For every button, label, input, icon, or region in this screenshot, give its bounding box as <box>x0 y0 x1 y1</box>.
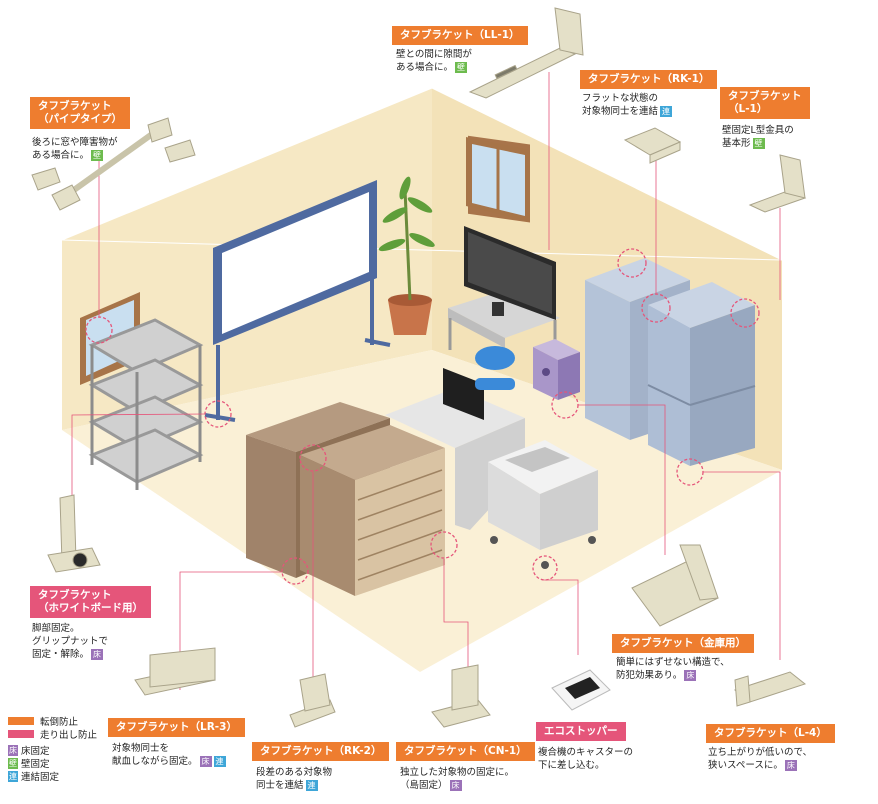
eco-stopper-description: 複合機のキャスターの 下に差し込む。 <box>538 747 634 771</box>
eco-stopper-label: エコストッパー <box>536 722 626 741</box>
floor-tag: 床 <box>91 649 104 660</box>
rk2-label: タフブラケット（RK-2） <box>252 742 390 761</box>
pipe-label: タフブラケット（パイプタイプ） <box>30 97 130 129</box>
safe <box>533 339 580 400</box>
ll1-label: タフブラケット（LL-1） <box>392 26 528 45</box>
wall-tag: 壁 <box>752 138 765 149</box>
link-tag: 連 <box>305 780 318 791</box>
legend-slide: 走り出し防止 <box>8 727 97 741</box>
whiteboard-description: 脚部固定。 グリップナットで 固定・解除。床 <box>32 623 109 660</box>
bracket-safe-image <box>631 544 719 627</box>
lr3-label: タフブラケット（LR-3） <box>108 718 245 737</box>
plant <box>378 176 435 335</box>
lr3-description: 対象物同士を 献血しながら固定。床連 <box>112 743 226 767</box>
ll1-description: 壁との間に隙間が ある場合に。壁 <box>396 49 472 73</box>
l4-description: 立ち上がりが低いので、 狭いスペースに。床 <box>708 747 813 771</box>
legend-wall: 壁壁固定 <box>8 757 50 770</box>
bracket-l4-image <box>733 671 807 707</box>
cn1-description: 独立した対象物の固定に。 （島固定）床 <box>400 767 515 791</box>
wall-tag: 壁 <box>91 150 104 161</box>
link-tag: 連 <box>660 106 673 117</box>
cabinets <box>585 258 756 466</box>
floor-tag: 床 <box>449 780 462 791</box>
bracket-whiteboard-image <box>47 494 101 573</box>
rk2-description: 段差のある対象物 同士を連結連 <box>256 767 333 791</box>
bracket-ll1-image <box>468 7 584 99</box>
safe-bracket-label: タフブラケット（金庫用） <box>612 634 754 653</box>
l4-label: タフブラケット（L-4） <box>706 724 835 743</box>
floor-tag: 床 <box>684 670 697 681</box>
legend-tip: 転倒防止 <box>8 714 78 728</box>
bracket-rk2-image <box>289 673 336 728</box>
pipe-description: 後ろに窓や障害物が ある場合に。壁 <box>32 137 118 161</box>
safe-bracket-description: 簡単にはずせない構造で、 防犯効果あり。床 <box>616 657 730 681</box>
legend-link: 連連結固定 <box>8 770 60 783</box>
rk1-description: フラットな状態の 対象物同士を連結連 <box>582 93 673 117</box>
cn1-label: タフブラケット（CN-1） <box>396 742 535 761</box>
l1-description: 壁固定L型金具の 基本形壁 <box>722 125 794 149</box>
copier <box>488 440 598 569</box>
wire-shelf <box>88 318 204 490</box>
bracket-l1-image <box>748 154 807 213</box>
bracket-cn1-image <box>431 664 491 728</box>
bracket-rk1-image <box>623 127 682 164</box>
link-tag: 連 <box>213 756 226 767</box>
leader-lines <box>71 72 781 690</box>
wall-tag: 壁 <box>455 62 468 73</box>
whiteboard-label: タフブラケット（ホワイトボード用） <box>30 586 151 618</box>
eco-stopper-image <box>551 669 611 711</box>
rk1-label: タフブラケット（RK-1） <box>580 70 718 89</box>
l1-label: タフブラケット（L-1） <box>720 87 810 119</box>
floor-tag: 床 <box>784 760 797 771</box>
wooden-cabinets <box>246 402 445 596</box>
legend-floor: 床床固定 <box>8 744 50 757</box>
bracket-pipe-image <box>31 117 196 211</box>
floor-tag: 床 <box>199 756 212 767</box>
bracket-lr3-image <box>134 647 216 696</box>
ceiling-edge <box>61 87 783 261</box>
tv-stand <box>448 226 560 350</box>
whiteboard <box>204 180 391 422</box>
